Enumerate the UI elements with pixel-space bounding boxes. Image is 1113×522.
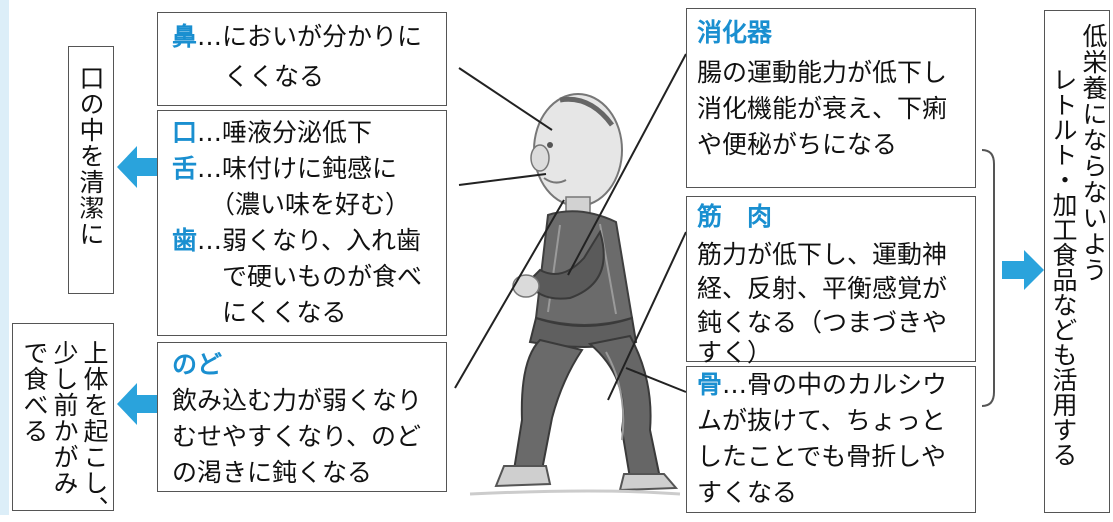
muscle-text-2: 経、反射、平衡感覚が (697, 274, 948, 303)
tongue-text-cont: （濃い味を好む） (210, 190, 411, 219)
throat-heading: のど (172, 350, 223, 379)
mouth-clean-box: 口の中を清潔に (68, 46, 114, 294)
tongue-heading: 舌 (172, 154, 198, 183)
bone-text-4: すくなる (697, 478, 798, 507)
nutrition-text-col2: レトルト・加工食品なども活用する (1049, 67, 1078, 467)
bone-text-2: ムが抜けて、ちょっと (697, 406, 946, 435)
nose-text-cont: くくなる (224, 62, 325, 91)
nose-heading: 鼻 (172, 22, 198, 51)
digestive-text-2: 消化機能が衰え、下痢 (697, 94, 948, 123)
bone-box: 骨…骨の中のカルシウ ムが抜けて、ちょっと したことでも骨折しや すくなる (686, 366, 976, 513)
digestive-box: 消化器 腸の運動能力が低下し 消化機能が衰え、下痢 や便秘がちになる (686, 8, 976, 188)
throat-text-2: むせやすくなり、のど (172, 422, 422, 451)
throat-text-3: の渇きに鈍くなる (172, 458, 373, 487)
teeth-text: …弱くなり、入れ歯 (197, 226, 422, 255)
posture-text-col3: で食べる (20, 340, 49, 444)
bone-heading: 骨 (697, 370, 723, 399)
throat-text-1: 飲み込む力が弱くなり (172, 386, 423, 415)
posture-box: 上体を起こし、 少し前かがみ で食べる (12, 323, 114, 522)
arrow-left-mouth-icon (117, 146, 161, 188)
muscle-box: 筋 肉 筋力が低下し、運動神 経、反射、平衡感覚が 鈍くなる（つまづきや すく） (686, 196, 976, 367)
arrow-left-throat-icon (117, 383, 161, 425)
posture-text-col1: 上体を起こし、 (80, 340, 109, 522)
posture-text-col2: 少し前かがみ (50, 340, 79, 496)
nutrition-box: 低栄養にならないよう レトルト・加工食品なども活用する (1044, 10, 1110, 513)
arrow-right-icon (1002, 250, 1044, 290)
tongue-text: …味付けに鈍感に (197, 154, 398, 183)
digestive-text-3: や便秘がちになる (697, 130, 898, 159)
muscle-heading: 筋 肉 (697, 202, 773, 231)
nose-text: …においが分かりに (197, 22, 423, 51)
muscle-text-4: すく） (697, 338, 773, 367)
muscle-text-1: 筋力が低下し、運動神 (697, 240, 948, 269)
digestive-text-1: 腸の運動能力が低下し (697, 58, 948, 87)
bone-text-3: したことでも骨折しや (697, 442, 947, 471)
bone-text-1: …骨の中のカルシウ (722, 370, 948, 399)
mouth-heading: 口 (172, 118, 198, 147)
mouth-clean-text: 口の中を清潔に (76, 65, 105, 247)
teeth-text-cont1: で硬いものが食べ (222, 262, 423, 291)
muscle-text-3: 鈍くなる（つまづきや (697, 308, 948, 337)
mouth-box: 口…唾液分泌低下 舌…味付けに鈍感に （濃い味を好む） 歯…弱くなり、入れ歯 で… (157, 110, 447, 336)
nose-box: 鼻…においが分かりに くくなる (157, 12, 447, 106)
teeth-text-cont2: にくくなる (222, 298, 347, 327)
nutrition-text-col1: 低栄養にならないよう (1079, 23, 1108, 283)
left-edge-strip (0, 0, 9, 515)
throat-box: のど 飲み込む力が弱くなり むせやすくなり、のど の渇きに鈍くなる (157, 342, 447, 492)
mouth-text: …唾液分泌低下 (197, 118, 373, 147)
teeth-heading: 歯 (172, 226, 198, 255)
digestive-heading: 消化器 (697, 18, 773, 47)
